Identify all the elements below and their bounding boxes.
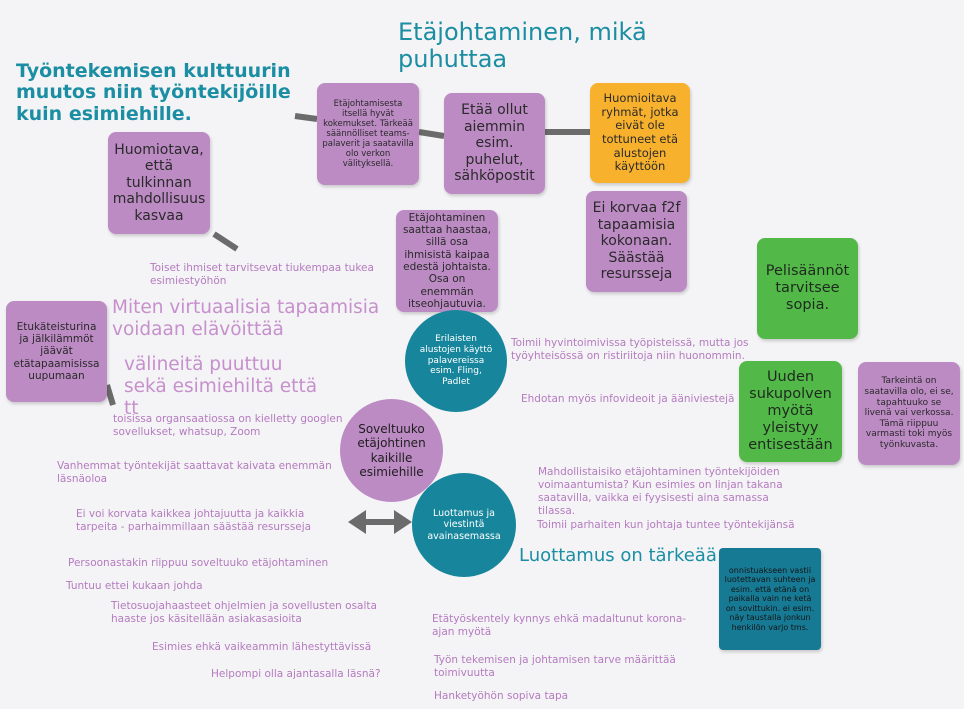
note-up-to-date: Helpompi olla ajantasalla läsnä?: [211, 668, 381, 680]
sticky-f2f-text: Ei korvaa f2f tapaamisia kokonaan. Sääst…: [592, 200, 681, 283]
connector-interpret-tail: [212, 231, 239, 252]
note-workplaces: Toimii hyvintoimivissa työpisteissä, mut…: [511, 337, 749, 363]
circle-suitable[interactable]: Soveltuuko etäjohtinen kaikille esimiehi…: [340, 399, 443, 502]
sticky-generation-text: Uuden sukupolven myötä yleistyy entisest…: [748, 368, 833, 454]
sticky-availability[interactable]: Tarkeintä on saatavilla olo, ei se, tapa…: [858, 362, 960, 465]
tools-missing-heading: välineitä puuttuu sekä esimiehiltä että …: [124, 354, 318, 419]
culture-heading: Työntekemisen kulttuurin muutos niin työ…: [16, 60, 291, 125]
note-cannot-replace: Ei voi korvata kaikkea johtajuutta ja ka…: [76, 508, 312, 534]
sticky-f2f[interactable]: Ei korvaa f2f tapaamisia kokonaan. Sääst…: [586, 191, 687, 292]
note-support: Toiset ihmiset tarvitsevat tiukempaa tuk…: [150, 262, 374, 288]
connector-culture-to-experiences: [294, 113, 318, 122]
sticky-groups-text: Huomioitava ryhmät, jotka eivät ole tott…: [601, 91, 679, 174]
sticky-rules-text: Pelisäännöt tarvitsee sopia.: [765, 262, 850, 314]
note-nobody-leads: Tuntuu ettei kukaan johda: [66, 580, 203, 592]
board-title: Etäjohtaminen, mikä puhuttaa: [398, 18, 647, 73]
sticky-pilot[interactable]: Etukäteisturina ja jälkilämmöt jäävät et…: [6, 301, 107, 402]
note-privacy: Tietosuojahaasteet ohjelmien ja sovellus…: [111, 600, 377, 626]
sticky-groups[interactable]: Huomioitava ryhmät, jotka eivät ole tott…: [590, 83, 690, 183]
sticky-earlier[interactable]: Etää ollut aiemmin esim. puhelut, sähköp…: [444, 93, 545, 194]
sticky-success[interactable]: onnistuakseen vastii luotettavan suhteen…: [719, 548, 821, 650]
sticky-interpret-text: Huomiotava, että tulkinnan mahdollisuus …: [112, 141, 206, 224]
note-knows-employees: Toimii parhaiten kun johtaja tuntee työn…: [537, 519, 795, 531]
sticky-success-text: onnistuakseen vastii luotettavan suhteen…: [724, 565, 816, 632]
sticky-experiences-text: Etäjohtamisesta itsellä hyvät kokemukset…: [322, 98, 414, 170]
note-personality: Persoonastakin riippuu soveltuuko etäjoh…: [68, 557, 329, 569]
circle-platforms[interactable]: Erilaisten alustojen käyttö palavereissa…: [405, 310, 507, 412]
virtual-meetings-heading: Miten virtuaalisia tapaamisia voidaan el…: [112, 297, 380, 340]
double-arrow: [348, 510, 412, 534]
note-banned-apps: toisissa organsaatiossa on kielletty goo…: [113, 413, 343, 439]
circle-platforms-text: Erilaisten alustojen käyttö palavereissa…: [419, 334, 493, 388]
note-empowerment: Mahdollistaisiko etäjohtaminen työntekij…: [538, 466, 783, 518]
connector-pilot-tail: [104, 384, 116, 406]
note-approachable: Esimies ehkä vaikeammin lähestyttävissä: [152, 641, 372, 653]
sticky-generation[interactable]: Uuden sukupolven myötä yleistyy entisest…: [739, 361, 842, 462]
note-infovideos: Ehdotan myös infovideoit ja ääniviestejä: [521, 393, 735, 405]
connector-experiences-to-earlier: [418, 129, 445, 139]
note-threshold: Etätyöskentely kynnys ehkä madaltunut ko…: [432, 613, 687, 639]
sticky-challenge-text: Etäjohtaminen saattaa haastaa, sillä osa…: [402, 211, 492, 311]
circle-trust-key[interactable]: Luottamus ja viestintä avainasemassa: [412, 473, 516, 577]
sticky-challenge[interactable]: Etäjohtaminen saattaa haastaa, sillä osa…: [396, 210, 498, 312]
circle-trust-key-text: Luottamus ja viestintä avainasemassa: [427, 507, 501, 542]
note-project-work: Hanketyöhön sopiva tapa: [434, 690, 569, 702]
sticky-experiences[interactable]: Etäjohtamisesta itsellä hyvät kokemukset…: [317, 83, 419, 185]
note-need-defines: Työn tekemisen ja johtamisen tarve määri…: [434, 654, 676, 680]
sticky-availability-text: Tarkeintä on saatavilla olo, ei se, tapa…: [864, 376, 954, 451]
note-older-workers: Vanhemmat työntekijät saattavat kaivata …: [57, 460, 332, 486]
trust-heading: Luottamus on tärkeää: [519, 545, 717, 566]
sticky-pilot-text: Etukäteisturina ja jälkilämmöt jäävät et…: [13, 320, 100, 383]
sticky-interpret[interactable]: Huomiotava, että tulkinnan mahdollisuus …: [108, 132, 210, 234]
circle-suitable-text: Soveltuuko etäjohtinen kaikille esimiehi…: [357, 421, 426, 479]
sticky-rules[interactable]: Pelisäännöt tarvitsee sopia.: [757, 238, 858, 339]
sticky-earlier-text: Etää ollut aiemmin esim. puhelut, sähköp…: [454, 102, 535, 185]
